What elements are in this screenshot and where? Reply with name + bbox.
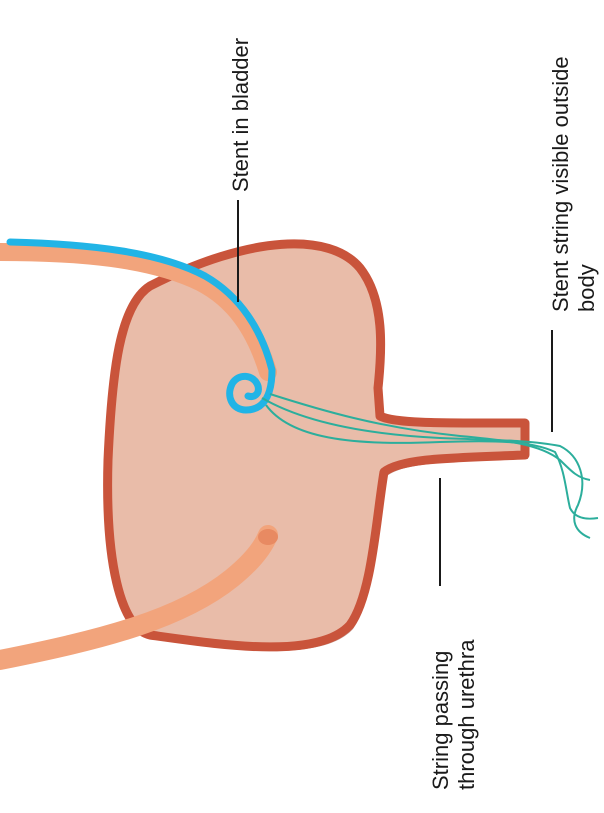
label-stent-string-outside-line1: Stent string visible outside <box>548 56 573 312</box>
label-stent-in-bladder: Stent in bladder <box>228 38 253 192</box>
label-stent-string-outside-line2: body <box>574 264 599 312</box>
left-ureter-opening <box>258 529 278 545</box>
label-string-urethra-line2: through urethra <box>454 639 479 790</box>
bladder <box>108 244 525 647</box>
label-string-urethra-line1: String passing <box>428 651 453 790</box>
